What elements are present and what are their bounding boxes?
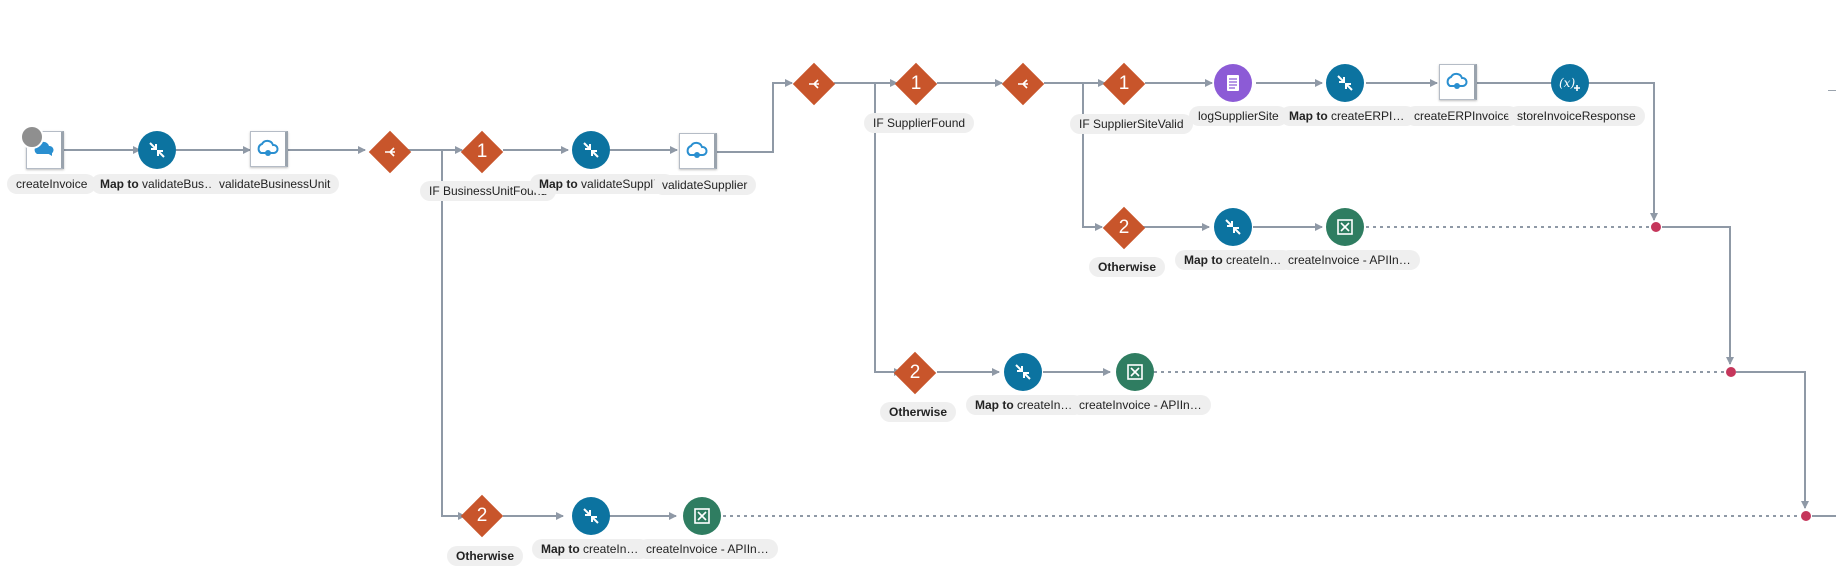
merge-point bbox=[1651, 222, 1661, 232]
switch2-if-label: IF SupplierFound bbox=[864, 113, 975, 133]
mapper-icon bbox=[149, 142, 165, 158]
assign-variable-icon: (x) bbox=[1559, 76, 1580, 91]
throw-create-invoice-supplier-label: createInvoice - APIIn… bbox=[1070, 395, 1211, 415]
switch1-otherwise-label: Otherwise bbox=[447, 546, 524, 566]
merge-point bbox=[1726, 367, 1736, 377]
branch-number: 1 bbox=[476, 141, 488, 162]
throw-fault-icon bbox=[1127, 364, 1143, 380]
map-create-invoice-supplier-node[interactable] bbox=[1004, 353, 1042, 391]
branch-number: 2 bbox=[909, 362, 921, 383]
cloud-invoke-icon bbox=[250, 131, 288, 167]
mapper-icon bbox=[1225, 219, 1241, 235]
switch2-branch1[interactable]: 1 bbox=[894, 62, 938, 106]
switch1-branch1[interactable]: 1 bbox=[460, 130, 504, 174]
throw-create-invoice-bu-label: createInvoice - APIIn… bbox=[637, 539, 778, 559]
branch-number: 2 bbox=[1118, 217, 1130, 238]
switch3-if-label: IF SupplierSiteValid bbox=[1070, 114, 1193, 134]
map-validate-bu-node[interactable] bbox=[138, 131, 176, 169]
cloud-invoke-icon bbox=[679, 133, 717, 169]
switch1-otherwise-node[interactable]: 2 bbox=[460, 494, 504, 538]
map-create-invoice-bu-label: Map to createInvoic bbox=[532, 539, 650, 559]
assign-store-node[interactable]: (x) bbox=[1551, 64, 1589, 102]
mapper-icon bbox=[583, 142, 599, 158]
throw-create-invoice-supplier-node[interactable] bbox=[1116, 353, 1154, 391]
trigger-label: createInvoice bbox=[7, 174, 97, 194]
map-create-invoice-site-node[interactable] bbox=[1214, 208, 1252, 246]
merge-point bbox=[1801, 511, 1811, 521]
map-create-invoice-supplier-label: Map to createInvoic bbox=[966, 395, 1084, 415]
branch-number: 1 bbox=[1118, 73, 1130, 94]
map-create-erp-node[interactable] bbox=[1326, 64, 1364, 102]
invoke-validate-supplier-label: validateSupplier bbox=[653, 175, 757, 195]
switch1-if-label: IF BusinessUnitFound bbox=[420, 181, 557, 201]
throw-fault-icon bbox=[694, 508, 710, 524]
switch3-otherwise-label: Otherwise bbox=[1089, 257, 1166, 277]
invoke-create-erp-label: createERPInvoice bbox=[1405, 106, 1520, 126]
assign-store-label: storeInvoiceResponse bbox=[1508, 106, 1645, 126]
throw-create-invoice-site-node[interactable] bbox=[1326, 208, 1364, 246]
throw-create-invoice-bu-node[interactable] bbox=[683, 497, 721, 535]
invoke-validate-supplier-node[interactable] bbox=[679, 133, 717, 169]
map-validate-supplier-node[interactable] bbox=[572, 131, 610, 169]
branch-number: 1 bbox=[910, 73, 922, 94]
switch-icon bbox=[792, 62, 836, 106]
throw-create-invoice-site-label: createInvoice - APIIn… bbox=[1279, 250, 1420, 270]
mapper-icon bbox=[1337, 75, 1353, 91]
svg-text:(x): (x) bbox=[1559, 76, 1575, 90]
switch3-node[interactable] bbox=[1001, 62, 1045, 106]
map-validate-bu-label: Map to validateBusin… bbox=[91, 174, 227, 194]
map-create-erp-label: Map to createERPIn… bbox=[1280, 106, 1416, 126]
switch3-branch1[interactable]: 1 bbox=[1102, 62, 1146, 106]
switch1-node[interactable] bbox=[368, 130, 412, 174]
invoke-validate-bu-node[interactable] bbox=[250, 131, 288, 167]
mapper-icon bbox=[1015, 364, 1031, 380]
map-validate-supplier-label: Map to validateSupplier bbox=[530, 174, 676, 194]
canvas-edge-marker bbox=[1828, 90, 1836, 91]
switch2-otherwise-label: Otherwise bbox=[880, 402, 957, 422]
map-create-invoice-bu-node[interactable] bbox=[572, 497, 610, 535]
switch2-node[interactable] bbox=[792, 62, 836, 106]
invoke-validate-bu-label: validateBusinessUnit bbox=[210, 174, 340, 194]
throw-fault-icon bbox=[1337, 219, 1353, 235]
log-supplier-site-label: logSupplierSite bbox=[1189, 106, 1288, 126]
logger-icon bbox=[1227, 75, 1239, 91]
branch-number: 2 bbox=[476, 505, 488, 526]
switch-icon bbox=[1001, 62, 1045, 106]
switch2-otherwise-node[interactable]: 2 bbox=[893, 351, 937, 395]
switch3-otherwise-node[interactable]: 2 bbox=[1102, 206, 1146, 250]
schedule-badge-icon bbox=[20, 125, 44, 149]
switch-icon bbox=[368, 130, 412, 174]
cloud-invoke-icon bbox=[1439, 64, 1477, 100]
mapper-icon bbox=[583, 508, 599, 524]
map-create-invoice-site-label: Map to createInvoic bbox=[1175, 250, 1293, 270]
log-supplier-site-node[interactable] bbox=[1214, 64, 1252, 102]
invoke-create-erp-node[interactable] bbox=[1439, 64, 1477, 100]
